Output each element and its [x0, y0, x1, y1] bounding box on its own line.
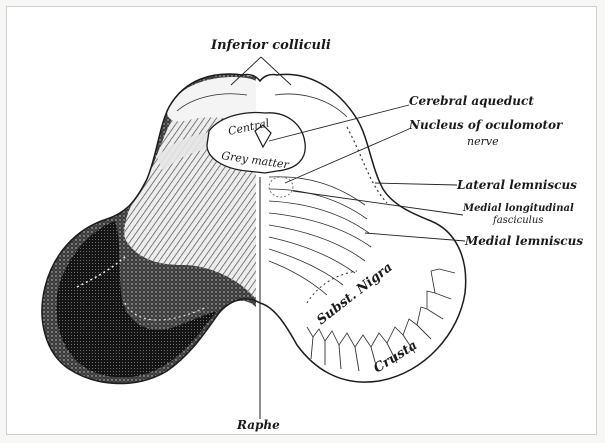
- label-medial-lemniscus: Medial lemniscus: [464, 234, 583, 248]
- label-medial-longitudinal-line1: Medial longitudinal: [462, 203, 574, 214]
- label-nucleus-oculomotor-line2: nerve: [467, 135, 499, 148]
- label-raphe: Raphe: [236, 418, 280, 432]
- label-medial-longitudinal-line2: fasciculus: [492, 215, 543, 226]
- label-cerebral-aqueduct: Cerebral aqueduct: [409, 94, 534, 108]
- midbrain-section-figure: Inferior colliculi Cerebral aqueduct Nuc…: [6, 6, 597, 435]
- label-inferior-colliculi: Inferior colliculi: [210, 38, 331, 53]
- label-lateral-lemniscus: Lateral lemniscus: [456, 178, 577, 192]
- label-nucleus-oculomotor-line1: Nucleus of oculomotor: [408, 118, 564, 132]
- midbrain-section-illustration: Inferior colliculi Cerebral aqueduct Nuc…: [7, 7, 598, 436]
